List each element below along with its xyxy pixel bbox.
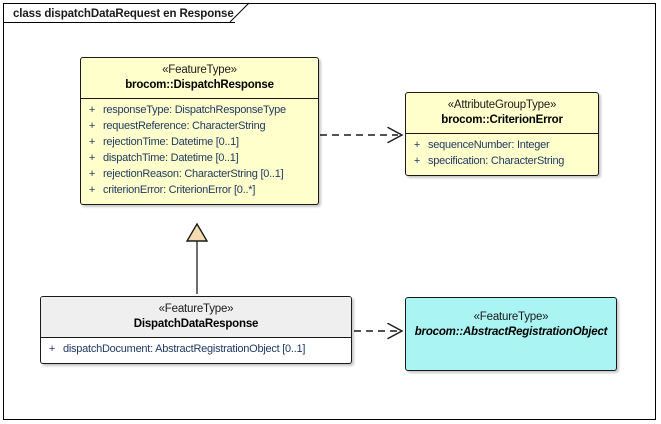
class-name-label: brocom::DispatchResponse: [125, 79, 274, 92]
class-name-label: brocom::CriterionError: [441, 114, 563, 127]
class-node-dispatch-data-response[interactable]: «FeatureType» DispatchDataResponse + dis…: [40, 296, 352, 364]
class-name-label: brocom::AbstractRegistrationObject: [414, 326, 608, 339]
diagram-title-text: class dispatchDataRequest en Response: [13, 7, 234, 20]
attribute-compartment-dispatch-data-response: + dispatchDocument: AbstractRegistration…: [41, 338, 351, 363]
attribute-visibility: +: [88, 120, 96, 133]
diagram-frame-title-corner-slant: [229, 2, 250, 23]
diagram-frame-title-underline: [3, 22, 235, 23]
attribute-row[interactable]: + rejectionTime: Datetime [0..1]: [81, 135, 318, 151]
class-node-abstract-registration-object[interactable]: «FeatureType» brocom::AbstractRegistrati…: [405, 297, 617, 371]
class-header-abstract-registration-object: «FeatureType» brocom::AbstractRegistrati…: [406, 298, 616, 345]
attribute-text: rejectionReason: CharacterString [0..1]: [103, 168, 284, 181]
class-header-criterion-error: «AttributeGroupType» brocom::CriterionEr…: [406, 93, 598, 133]
attribute-row[interactable]: + sequenceNumber: Integer: [406, 138, 598, 154]
attribute-text: responseType: DispatchResponseType: [103, 104, 286, 117]
attribute-visibility: +: [88, 136, 96, 149]
stereotype-label: «FeatureType»: [473, 311, 549, 323]
class-compartment-divider: [41, 336, 351, 338]
attribute-row[interactable]: + rejectionReason: CharacterString [0..1…: [81, 167, 318, 183]
attribute-row[interactable]: + responseType: DispatchResponseType: [81, 103, 318, 119]
attribute-visibility: +: [413, 155, 421, 168]
attribute-visibility: +: [413, 139, 421, 152]
attribute-visibility: +: [88, 152, 96, 165]
attribute-row[interactable]: + specification: CharacterString: [406, 154, 598, 170]
attribute-row[interactable]: + requestReference: CharacterString: [81, 119, 318, 135]
attribute-text: specification: CharacterString: [428, 155, 565, 168]
class-compartment-divider: [406, 132, 598, 134]
class-name-label: DispatchDataResponse: [133, 318, 259, 331]
attribute-row[interactable]: + criterionError: CriterionError [0..*]: [81, 183, 318, 199]
stereotype-label: «FeatureType»: [158, 303, 234, 315]
attribute-text: rejectionTime: Datetime [0..1]: [103, 136, 239, 149]
attribute-text: requestReference: CharacterString: [103, 120, 266, 133]
attribute-visibility: +: [88, 184, 96, 197]
attribute-visibility: +: [88, 104, 96, 117]
attribute-text: dispatchDocument: AbstractRegistrationOb…: [63, 343, 306, 356]
attribute-visibility: +: [48, 343, 56, 356]
diagram-frame-title-tab: class dispatchDataRequest en Response: [3, 3, 240, 23]
stereotype-label: «AttributeGroupType»: [447, 99, 557, 111]
class-compartment-divider: [81, 97, 318, 99]
class-header-dispatch-data-response: «FeatureType» DispatchDataResponse: [41, 297, 351, 337]
class-node-dispatch-response[interactable]: «FeatureType» brocom::DispatchResponse +…: [80, 57, 319, 205]
attribute-text: criterionError: CriterionError [0..*]: [103, 184, 256, 197]
attribute-visibility: +: [88, 168, 96, 181]
attribute-compartment-criterion-error: + sequenceNumber: Integer + specificatio…: [406, 134, 598, 175]
attribute-text: dispatchTime: Datetime [0..1]: [103, 152, 239, 165]
stereotype-label: «FeatureType»: [162, 64, 237, 76]
class-header-dispatch-response: «FeatureType» brocom::DispatchResponse: [81, 58, 318, 98]
attribute-row[interactable]: + dispatchDocument: AbstractRegistration…: [41, 342, 351, 358]
attribute-compartment-dispatch-response: + responseType: DispatchResponseType + r…: [81, 99, 318, 204]
diagram-frame: [3, 3, 656, 420]
class-node-criterion-error[interactable]: «AttributeGroupType» brocom::CriterionEr…: [405, 92, 599, 176]
attribute-row[interactable]: + dispatchTime: Datetime [0..1]: [81, 151, 318, 167]
attribute-text: sequenceNumber: Integer: [428, 139, 550, 152]
